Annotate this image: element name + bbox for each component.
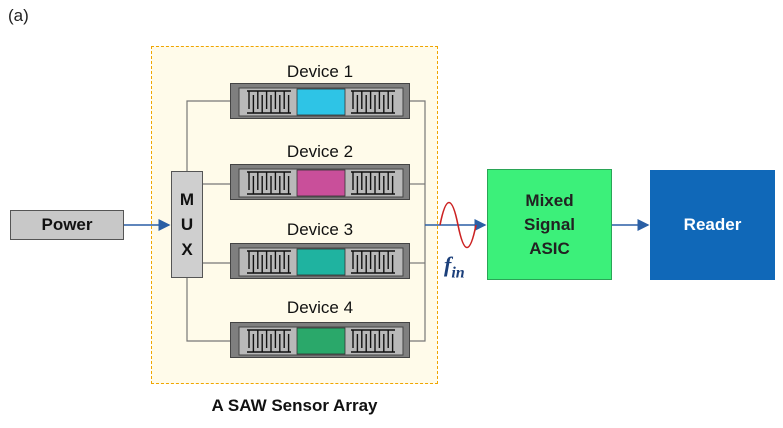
device-3-label: Device 3 bbox=[286, 220, 354, 239]
mux-letter-x: X bbox=[181, 240, 193, 259]
sensing-film bbox=[296, 327, 346, 355]
sine-wave-icon bbox=[439, 201, 477, 249]
mux-letter-m: M bbox=[179, 190, 195, 209]
mux-letter-u: U bbox=[180, 215, 194, 234]
asic-line-1: Mixed bbox=[525, 190, 574, 210]
device-3-idt bbox=[238, 247, 404, 277]
signal-symbol: f bbox=[444, 252, 452, 277]
asic-block: Mixed Signal ASIC bbox=[487, 169, 612, 280]
power-block: Power bbox=[10, 210, 124, 240]
asic-line-3: ASIC bbox=[529, 238, 570, 258]
mux-block: M U X bbox=[171, 171, 203, 278]
device-2-chip bbox=[230, 164, 410, 200]
device-2-label: Device 2 bbox=[286, 142, 354, 161]
panel-label: (a) bbox=[8, 6, 29, 25]
array-caption: A SAW Sensor Array bbox=[211, 396, 378, 415]
device-4-chip bbox=[230, 322, 410, 358]
sensing-film bbox=[296, 169, 346, 197]
device-1-idt bbox=[238, 87, 404, 117]
device-4-idt bbox=[238, 326, 404, 356]
device-1-label: Device 1 bbox=[286, 62, 354, 81]
device-4-label: Device 4 bbox=[286, 298, 354, 317]
device-2-idt bbox=[238, 168, 404, 198]
device-3-chip bbox=[230, 243, 410, 279]
sensing-film bbox=[296, 88, 346, 116]
signal-subscript: in bbox=[451, 264, 465, 282]
sensing-film bbox=[296, 248, 346, 276]
signal-label: fin bbox=[444, 252, 465, 282]
device-1-chip bbox=[230, 83, 410, 119]
reader-block: Reader bbox=[650, 170, 775, 280]
asic-line-2: Signal bbox=[523, 214, 575, 234]
